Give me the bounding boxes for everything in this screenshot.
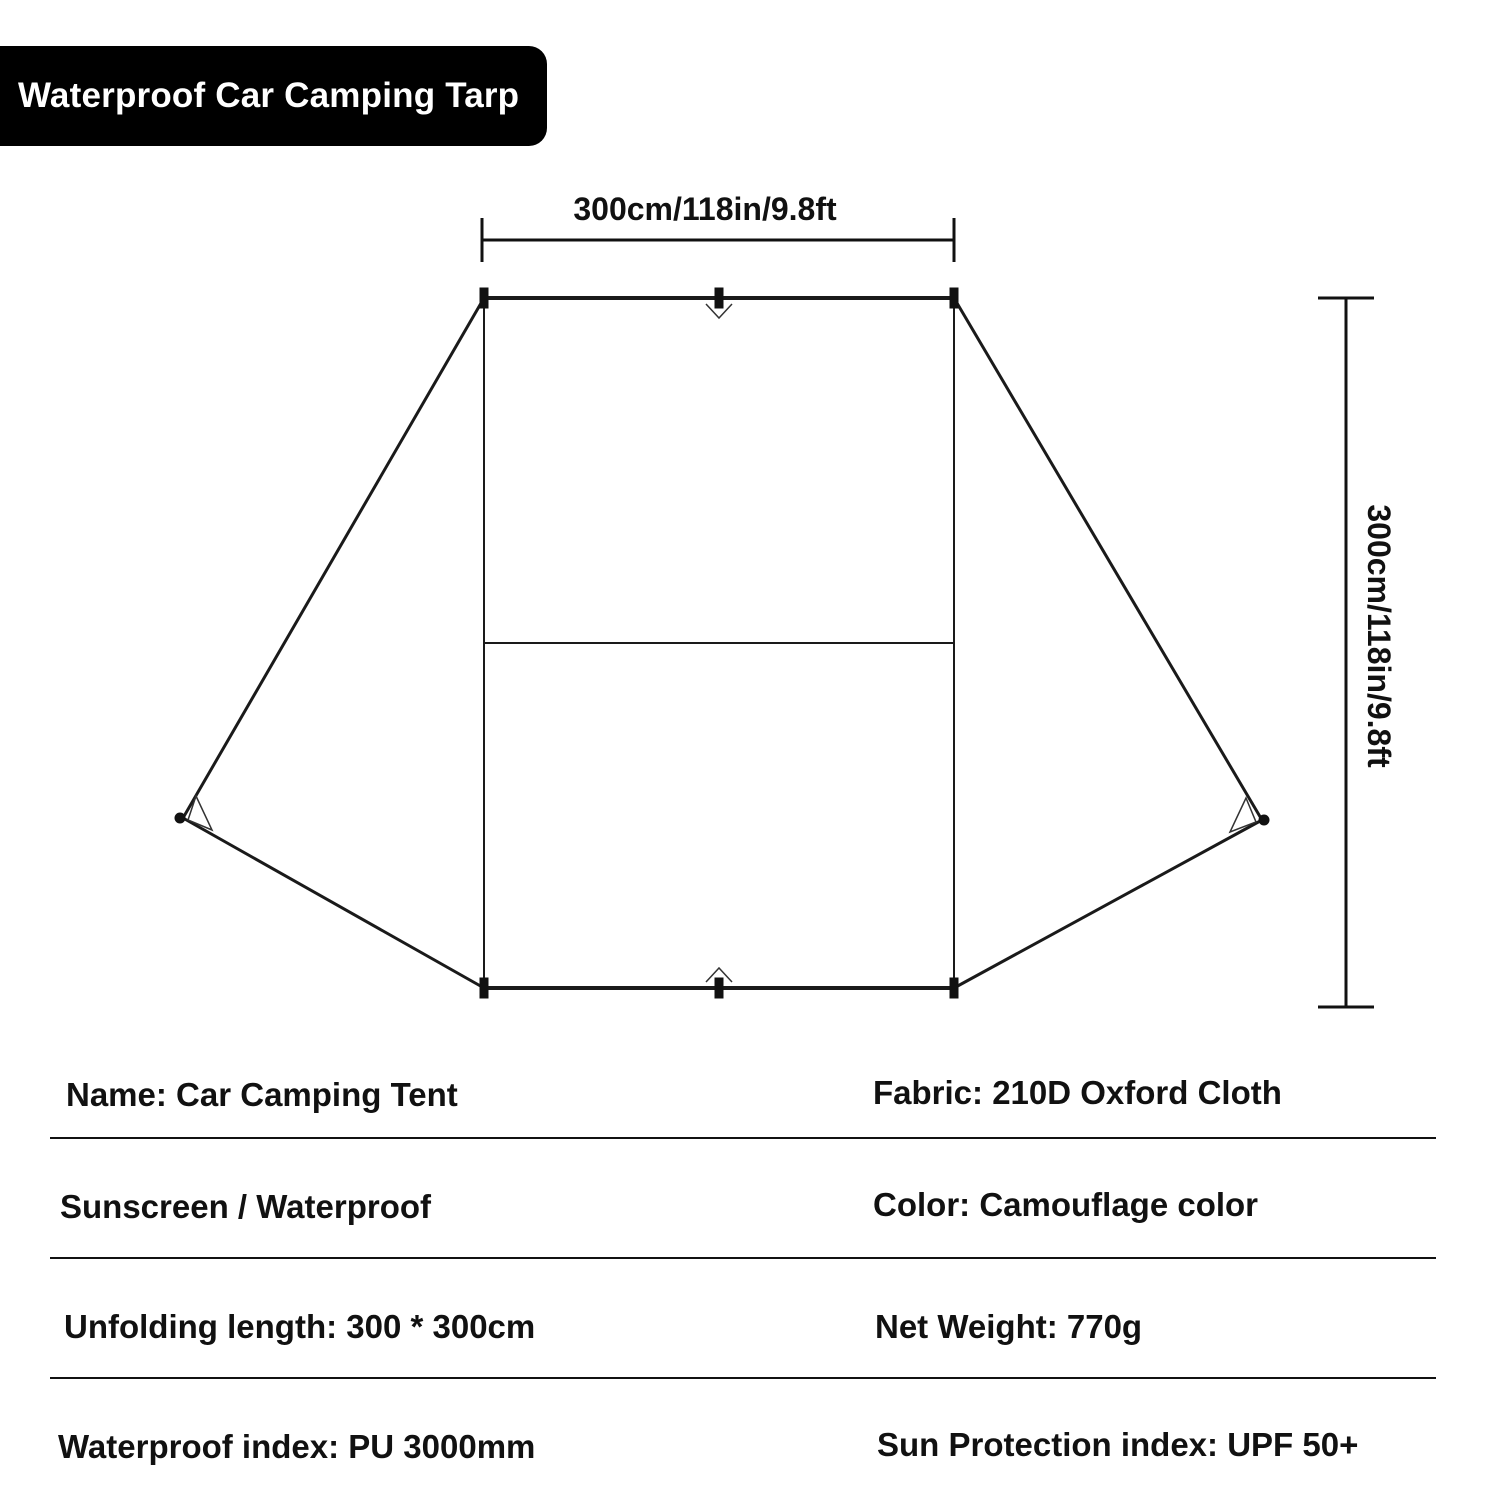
page-title: Waterproof Car Camping Tarp <box>18 76 520 115</box>
anchor-bottom-right <box>949 977 959 999</box>
spec-sun-protection-index: Sun Protection index: UPF 50+ <box>877 1426 1359 1463</box>
spec-net-weight: Net Weight: 770g <box>875 1308 1143 1345</box>
spec-color: Color: Camouflage color <box>873 1186 1259 1223</box>
anchor-top-right <box>949 287 959 309</box>
divider-1 <box>50 1137 1436 1139</box>
anchor-left-point <box>174 812 186 824</box>
spec-waterproof-index: Waterproof index: PU 3000mm <box>58 1428 536 1465</box>
anchor-top-left <box>479 287 489 309</box>
height-label: 300cm/118in/9.8ft <box>1361 504 1397 768</box>
tarp-outline <box>181 296 1264 990</box>
width-dimension <box>480 218 956 262</box>
width-label: 300cm/118in/9.8ft <box>573 191 837 227</box>
anchor-points <box>174 287 1270 999</box>
divider-3 <box>50 1377 1436 1379</box>
anchor-bottom-middle <box>714 977 724 999</box>
anchor-bottom-left <box>479 977 489 999</box>
reinforcement-patches <box>187 303 1257 983</box>
spec-unfolding-length: Unfolding length: 300 * 300cm <box>64 1308 536 1345</box>
divider-2 <box>50 1257 1436 1259</box>
height-dimension <box>1318 296 1374 1009</box>
spec-fabric: Fabric: 210D Oxford Cloth <box>873 1074 1282 1111</box>
anchor-right-point <box>1258 814 1270 826</box>
anchor-top-middle <box>714 287 724 309</box>
title-badge: Waterproof Car Camping Tarp <box>0 46 547 146</box>
spec-feature: Sunscreen / Waterproof <box>60 1188 432 1225</box>
tarp-diagram: 300cm/118in/9.8ft 300cm/118in/9.8ft <box>174 191 1397 1009</box>
spec-name: Name: Car Camping Tent <box>66 1076 458 1113</box>
